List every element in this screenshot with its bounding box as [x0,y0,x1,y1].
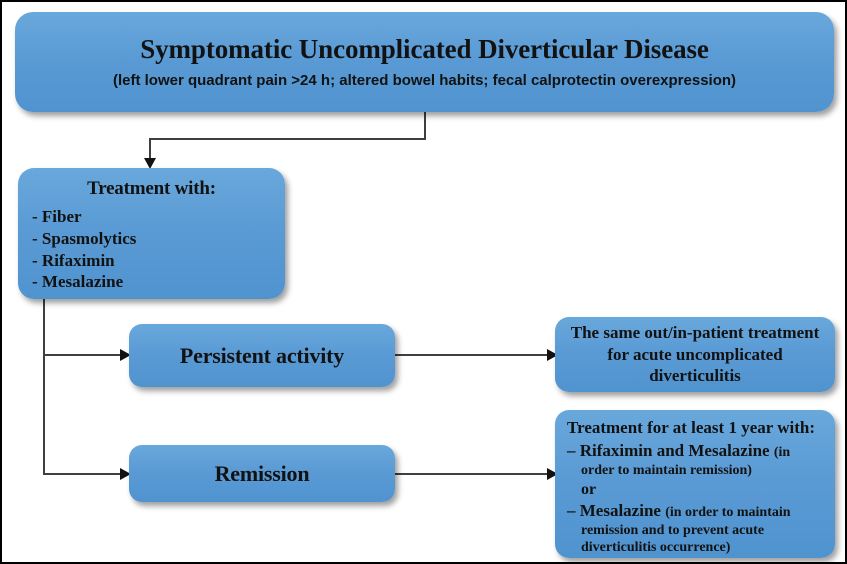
connector-title-across [149,138,426,140]
maintenance-item-1-continuation: order to maintain remission) [581,463,752,479]
maintenance-item-1-paren: (in [773,445,791,461]
node-acute-uncomplicated-treatment: The same out/in-patient treatment for ac… [555,317,835,392]
node-title-text: Symptomatic Uncomplicated Diverticular D… [140,34,709,65]
maintenance-item-1-bullet: – [567,441,576,461]
node-persistent-activity: Persistent activity [129,324,395,387]
persistent-activity-label: Persistent activity [179,342,345,368]
connector-remission-to-maintenance [395,473,553,475]
maintenance-item-2-paren: (in order to maintain [665,505,791,520]
maintenance-item-2-continuation-2: diverticulitis occurrence) [581,540,731,556]
treatment-heading: Treatment with: [87,178,216,199]
maintenance-item-2: – Mesalazine (in order to maintain [567,501,825,522]
treatment-item-list: - Fiber - Spasmolytics - Rifaximin - Mes… [30,206,273,293]
acute-line-3: diverticulitis [649,366,741,386]
arrowhead-into-maintenance [547,468,558,480]
connector-title-down-stub [424,112,426,140]
maintenance-item-2-drug: Mesalazine [579,501,661,520]
connector-treatment-spine [43,299,45,475]
treatment-item-rifaximin: - Rifaximin [32,250,115,270]
connector-title-to-treatment [149,138,151,160]
maintenance-item-2-continuation-1: remission and to prevent acute [581,522,765,538]
maintenance-item-2-bullet: – [567,501,576,520]
node-symptomatic-disease: Symptomatic Uncomplicated Diverticular D… [15,12,834,112]
remission-label: Remission [214,460,310,486]
arrowhead-into-acute [547,349,558,361]
acute-line-2: for acute uncomplicated [607,344,783,364]
maintenance-heading: Treatment for at least 1 year with: [567,418,816,437]
connector-spine-to-persistent [43,354,126,356]
maintenance-or-connector: or [581,480,597,498]
treatment-item-mesalazine: - Mesalazine [32,272,124,292]
treatment-item-fiber: - Fiber [32,207,82,226]
arrowhead-into-persistent [120,349,131,361]
maintenance-item-1-drug: Rifaximin and Mesalazine [579,441,770,461]
treatment-item-spasmolytics: - Spasmolytics [32,228,137,248]
node-maintenance-treatment: Treatment for at least 1 year with: – Ri… [555,410,835,558]
arrowhead-into-remission [120,468,131,480]
maintenance-item-1: – Rifaximin and Mesalazine (in [567,441,825,462]
connector-persistent-to-acute [395,354,553,356]
arrowhead-into-treatment [144,158,156,169]
node-title-subtitle: (left lower quadrant pain >24 h; altered… [112,72,737,90]
node-treatment-with: Treatment with: - Fiber - Spasmolytics -… [18,168,285,299]
acute-line-1: The same out/in-patient treatment [570,323,820,343]
connector-spine-to-remission [43,473,126,475]
node-remission: Remission [129,445,395,502]
